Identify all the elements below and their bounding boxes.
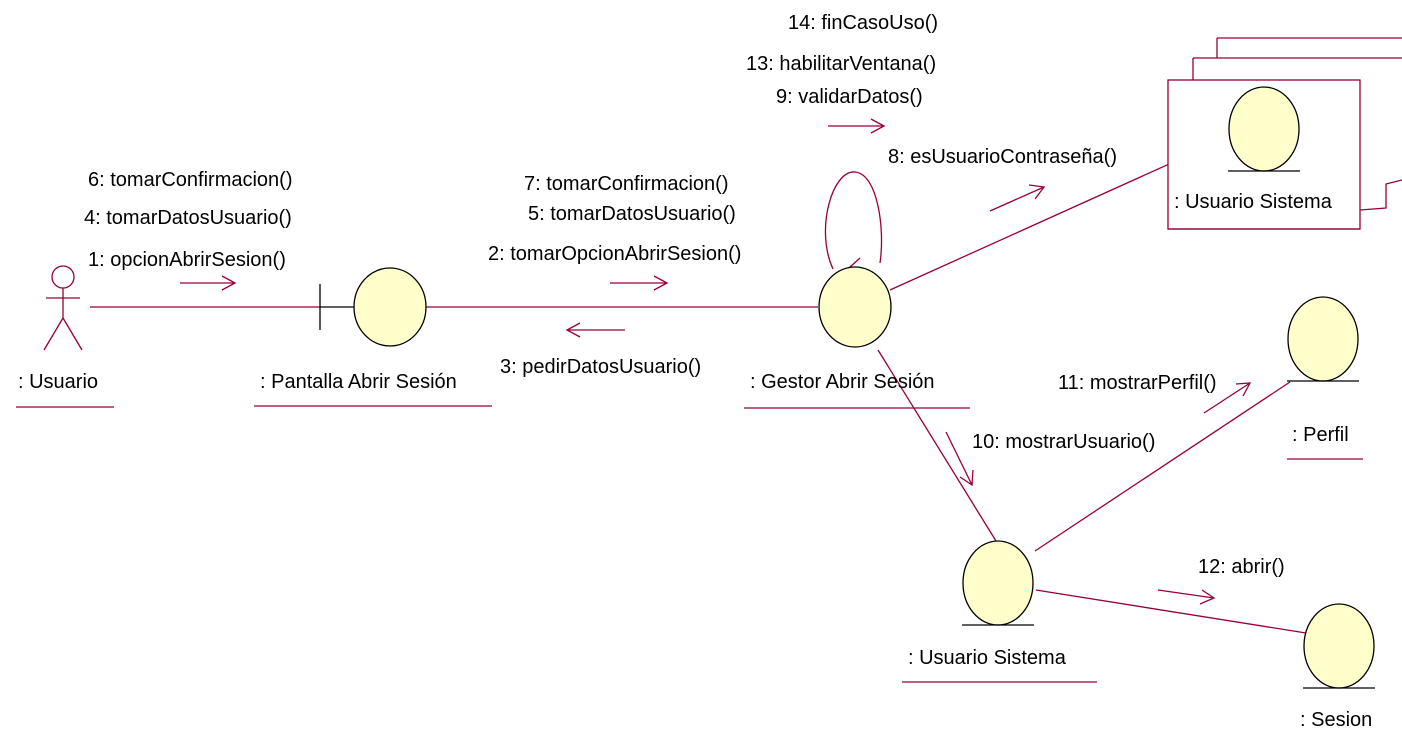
message-3: 3: pedirDatosUsuario() [500,356,701,378]
self-link-gestor [824,171,883,270]
message-7: 7: tomarConfirmacion() [524,173,729,195]
link-gestor-usuario-sistema [877,349,997,542]
message-14: 14: finCasoUso() [788,12,938,34]
message-2: 2: tomarOpcionAbrirSesion() [488,243,741,265]
message-8: 8: esUsuarioContraseña() [888,146,1117,168]
entity-circle [962,540,1034,626]
entity-usuario-sistema [962,540,1034,626]
control-gestor [818,266,892,348]
arrow-msg-10 [945,431,973,486]
actor-usuario [43,265,83,351]
link-usuario-sistema-sesion [1035,589,1307,634]
message-1: 1: opcionAbrirSesion() [88,249,286,271]
arrow-msg-1-head [221,275,237,291]
usuario-name: : Usuario [18,371,98,393]
arrow-msg-11-head [1235,382,1252,397]
boundary-pantalla [319,267,427,347]
message-10: 10: mostrarUsuario() [972,431,1155,453]
message-13: 13: habilitarVentana() [746,53,936,75]
gestor-name: : Gestor Abrir Sesión [750,371,935,393]
arrow-msg-9-head [870,118,886,134]
actor-head [51,265,75,289]
usuario-sistema-multi-name: : Usuario Sistema [1174,191,1333,213]
boundary-circle [353,267,427,347]
entity-usuario-sistema-multi [1228,86,1300,172]
arrow-msg-12-head [1199,589,1216,605]
control-circle [818,266,892,348]
actor-right-leg [62,317,83,351]
entity-circle [1228,86,1300,172]
entity-sesion [1303,603,1375,689]
arrow-msg-8-head [1028,184,1046,200]
arrow-msg-10-head [959,469,974,487]
usuario-sistema-name: : Usuario Sistema [908,647,1067,669]
entity-perfil [1287,296,1359,382]
actor-left-leg [43,317,64,351]
message-5: 5: tomarDatosUsuario() [528,203,736,225]
entity-circle [1287,296,1359,382]
arrow-msg-11 [1203,382,1251,414]
message-12: 12: abrir() [1198,556,1285,578]
message-9: 9: validarDatos() [776,86,923,108]
stack-frame-back-right [1359,179,1402,211]
entity-circle [1303,603,1375,689]
perfil-name: : Perfil [1292,424,1349,446]
sesion-name: : Sesion [1300,709,1372,731]
link-usuario-sistema-perfil [1034,381,1291,552]
arrow-msg-12 [1157,589,1215,599]
arrow-msg-2-head [653,275,669,291]
message-6: 6: tomarConfirmacion() [88,169,293,191]
message-4: 4: tomarDatosUsuario() [84,207,292,229]
pantalla-name: : Pantalla Abrir Sesión [260,371,457,393]
message-11: 11: mostrarPerfil() [1058,372,1217,394]
arrow-msg-8 [989,186,1045,212]
arrow-msg-3-head [565,322,581,338]
link-gestor-usuario-sistema-multi [889,141,1219,291]
